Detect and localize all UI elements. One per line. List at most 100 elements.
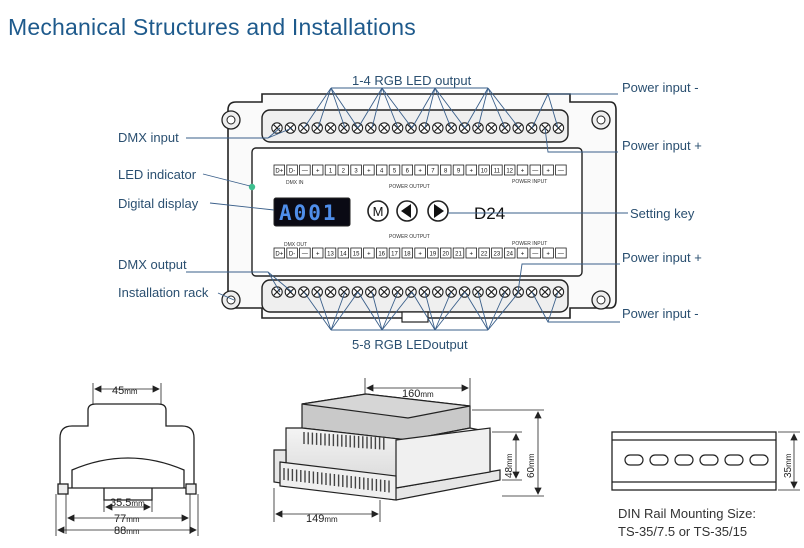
terminal-label-text: + — [418, 251, 422, 257]
terminal-label-text: + — [546, 251, 550, 257]
terminal-label-text: + — [470, 251, 474, 257]
terminal-label-text: — — [532, 168, 538, 174]
terminal-label-text: + — [546, 168, 550, 174]
dim-iso-h2: 60mm — [526, 453, 537, 478]
terminal-label-text: 1 — [329, 168, 333, 174]
terminal-label-cell: 23 — [491, 247, 503, 259]
screw-terminal-icon — [445, 286, 457, 298]
terminal-label-text: 24 — [506, 251, 513, 257]
terminal-label-text: 3 — [354, 168, 358, 174]
terminal-label-text: 18 — [404, 251, 411, 257]
terminal-label-text: — — [532, 251, 538, 257]
terminal-label-text: + — [316, 251, 320, 257]
model-label: D24 — [474, 204, 505, 223]
screw-terminal-icon — [311, 286, 323, 298]
terminal-label-text: — — [302, 251, 308, 257]
terminal-label-text: 19 — [430, 251, 437, 257]
terminal-label-text: D+ — [275, 251, 283, 257]
terminal-label-cell: D- — [286, 164, 298, 176]
terminal-label-cell: 17 — [388, 247, 401, 259]
rail-slot — [624, 454, 644, 466]
terminal-label-cell: 19 — [427, 247, 439, 259]
screw-terminal-icon — [525, 122, 538, 134]
screw-terminal-icon — [418, 286, 431, 298]
power-minus-bottom-label: Power input - — [622, 306, 699, 321]
dim-front-mid: 77mm — [114, 513, 140, 525]
digital-display — [273, 197, 351, 227]
screw-terminal-icon — [338, 122, 350, 134]
terminal-label-cell: — — [555, 164, 567, 176]
screw-terminal-icon — [284, 122, 297, 134]
screw-terminal-icon — [525, 286, 538, 298]
terminal-label-cell: 21 — [452, 247, 465, 259]
power-output-top-label: POWER OUTPUT — [389, 184, 430, 190]
screw-terminal-icon — [445, 122, 457, 134]
terminal-label-cell: 4 — [375, 164, 388, 176]
page-title: Mechanical Structures and Installations — [8, 14, 416, 40]
rail-dimension — [778, 431, 800, 491]
rail-slot — [724, 454, 744, 466]
terminal-label-cell: 1 — [324, 164, 337, 176]
screw-terminal-icon — [418, 122, 431, 134]
installation-rack-label: Installation rack — [118, 285, 209, 300]
screw-terminal-icon — [539, 286, 551, 298]
terminal-label-cell: + — [363, 247, 375, 259]
terminal-label-cell: + — [516, 164, 529, 176]
terminal-label-cell: + — [414, 164, 426, 176]
terminal-label-text: 17 — [391, 251, 398, 257]
rgb-output-1-4-label: 1-4 RGB LED output — [352, 73, 472, 88]
screw-terminal-icon — [284, 286, 297, 298]
screw-terminal-icon — [298, 122, 310, 134]
digital-display-label: Digital display — [118, 196, 199, 211]
dim-iso-bottom: 149mm — [306, 513, 338, 525]
terminal-label-cell: 6 — [401, 164, 414, 176]
screw-terminal-icon — [485, 286, 498, 298]
rail-slot — [699, 454, 719, 466]
terminal-label-cell: 15 — [350, 247, 362, 259]
terminal-label-cell: 5 — [388, 164, 401, 176]
power-plus-bottom-label: Power input + — [622, 250, 702, 265]
isometric-dimensions — [273, 378, 544, 522]
dmx-out-label: DMX OUT — [284, 242, 307, 248]
din-clip — [401, 311, 429, 323]
terminal-label-text: 6 — [406, 168, 410, 174]
terminal-label-text: D- — [289, 168, 295, 174]
terminal-label-cell: 18 — [401, 247, 414, 259]
terminal-label-cell: 3 — [350, 164, 362, 176]
dim-front-inner: 35.5mm — [110, 497, 145, 509]
terminal-label-cell: D+ — [273, 247, 286, 259]
setting-key-label: Setting key — [630, 206, 695, 221]
terminal-label-cell: — — [529, 164, 542, 176]
mounting-hole-icon — [591, 110, 611, 130]
display-readout: A001 — [279, 201, 338, 225]
rail-caption-line1: DIN Rail Mounting Size: — [618, 506, 756, 521]
power-plus-top-label: Power input + — [622, 138, 702, 153]
mounting-hole-icon — [221, 290, 241, 310]
terminal-label-text: 23 — [494, 251, 501, 257]
rail-slot — [649, 454, 669, 466]
terminal-label-text: 8 — [444, 168, 448, 174]
terminal-label-cell: + — [542, 164, 554, 176]
terminal-label-cell: + — [363, 164, 375, 176]
terminal-label-text: + — [367, 168, 371, 174]
dmx-output-label: DMX output — [118, 257, 187, 272]
rgb-output-5-8-label: 5-8 RGB LEDoutput — [352, 337, 468, 352]
screw-terminal-icon — [365, 286, 377, 298]
screw-terminal-icon — [432, 122, 444, 134]
power-input-top-label: POWER INPUT — [512, 179, 547, 185]
terminal-label-cell: + — [516, 247, 529, 259]
dim-rail-height: 35mm — [783, 453, 794, 478]
screw-terminal-icon — [311, 122, 323, 134]
mode-button[interactable]: M — [367, 200, 389, 222]
terminal-label-cell: + — [542, 247, 554, 259]
rail-caption-line2: TS-35/7.5 or TS-35/15 — [618, 524, 748, 539]
mounting-hole-icon — [221, 110, 241, 130]
terminal-label-cell: 9 — [452, 164, 465, 176]
terminal-label-cell: 11 — [491, 164, 503, 176]
terminal-label-text: 16 — [378, 251, 385, 257]
left-key-button[interactable] — [396, 200, 418, 222]
right-key-button[interactable] — [427, 200, 449, 222]
screw-terminal-icon — [405, 122, 417, 134]
